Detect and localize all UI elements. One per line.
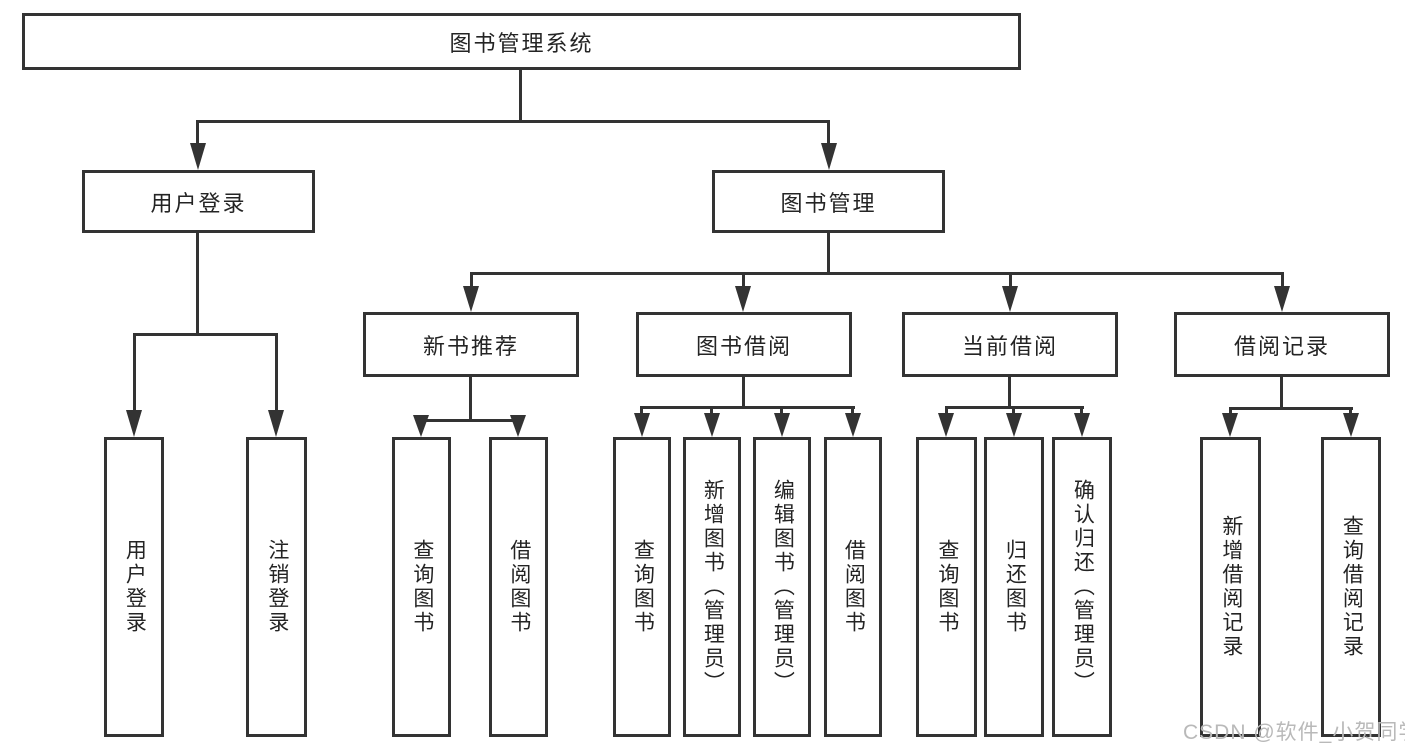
leaf-node-search-borrowing-record: 查询借阅记录 xyxy=(1321,437,1381,737)
connector-branch xyxy=(640,406,855,409)
watermark: CSDN @软件_小贺同学 xyxy=(1183,721,1405,744)
connector-drop xyxy=(133,336,136,410)
node-book-management: 图书管理 xyxy=(712,170,945,233)
node-label: 查询图书 xyxy=(935,539,959,635)
node-label: 查询图书 xyxy=(410,539,434,635)
node-label: 借阅图书 xyxy=(507,539,531,635)
node-label: 图书管理系统 xyxy=(449,30,594,56)
connector-branch xyxy=(1229,407,1353,410)
arrow-down-icon xyxy=(1343,413,1359,437)
connector-drop xyxy=(1012,409,1015,415)
connector-drop xyxy=(945,409,948,415)
arrow-down-icon xyxy=(510,415,526,437)
connector-branch xyxy=(420,419,520,422)
arrow-down-icon xyxy=(821,143,837,170)
leaf-node-confirm-return-admin: 确认归还（管理员） xyxy=(1052,437,1112,737)
node-label: 查询借阅记录 xyxy=(1340,515,1364,659)
node-library-management-system: 图书管理系统 xyxy=(22,13,1021,70)
connector-drop xyxy=(827,123,830,144)
connector-root-branch xyxy=(196,120,830,123)
connector-drop xyxy=(742,275,745,288)
connector-drop xyxy=(1281,275,1284,288)
node-label: 借阅图书 xyxy=(842,539,866,635)
node-label: 确认归还（管理员） xyxy=(1071,479,1095,695)
leaf-node-edit-books-admin: 编辑图书（管理员） xyxy=(753,437,811,737)
connector-drop xyxy=(1349,410,1352,415)
arrow-down-icon xyxy=(1274,286,1290,312)
connector-drop xyxy=(1229,410,1232,415)
node-label: 用户登录 xyxy=(150,190,247,216)
arrow-down-icon xyxy=(774,413,790,437)
arrow-down-icon xyxy=(126,410,142,437)
node-user-login: 用户登录 xyxy=(82,170,315,233)
connector-drop xyxy=(1080,409,1083,415)
node-current-borrowing: 当前借阅 xyxy=(902,312,1118,377)
leaf-node-logout: 注销登录 xyxy=(246,437,307,737)
arrow-down-icon xyxy=(190,143,206,170)
leaf-node-search-books-recommendation: 查询图书 xyxy=(392,437,451,737)
node-label: 新增借阅记录 xyxy=(1219,515,1243,659)
leaf-node-borrow-books: 借阅图书 xyxy=(824,437,882,737)
connector-drop xyxy=(470,275,473,288)
arrow-down-icon xyxy=(413,415,429,437)
node-label: 新书推荐 xyxy=(422,333,519,359)
arrow-down-icon xyxy=(1002,286,1018,312)
connector-stem xyxy=(469,377,472,421)
leaf-node-user-login: 用户登录 xyxy=(104,437,164,737)
node-label: 注销登录 xyxy=(265,539,289,635)
arrow-down-icon xyxy=(463,286,479,312)
arrow-down-icon xyxy=(1006,413,1022,437)
node-borrowing-records: 借阅记录 xyxy=(1174,312,1390,377)
node-label: 编辑图书（管理员） xyxy=(771,479,795,695)
arrow-down-icon xyxy=(938,413,954,437)
connector-branch xyxy=(945,406,1084,409)
arrow-down-icon xyxy=(1222,413,1238,437)
connector-book-management-stem xyxy=(827,233,830,274)
node-label: 图书借阅 xyxy=(695,333,792,359)
connector-drop xyxy=(710,409,713,415)
connector-stem xyxy=(1008,377,1011,408)
node-label: 查询图书 xyxy=(631,539,655,635)
connector-drop xyxy=(851,409,854,415)
connector-stem xyxy=(1280,377,1283,409)
connector-drop xyxy=(196,123,199,144)
connector-stem xyxy=(742,377,745,408)
connector-drop xyxy=(640,409,643,415)
arrow-down-icon xyxy=(845,413,861,437)
leaf-node-add-borrowing-record: 新增借阅记录 xyxy=(1200,437,1261,737)
connector-drop xyxy=(275,336,278,410)
connector-drop xyxy=(1009,275,1012,288)
leaf-node-return-books: 归还图书 xyxy=(984,437,1044,737)
node-label: 借阅记录 xyxy=(1233,333,1330,359)
node-label: 归还图书 xyxy=(1003,539,1027,635)
node-new-book-recommendation: 新书推荐 xyxy=(363,312,579,377)
leaf-node-borrow-books-recommendation: 借阅图书 xyxy=(489,437,548,737)
node-label: 新增图书（管理员） xyxy=(701,479,725,695)
leaf-node-search-books-borrowing: 查询图书 xyxy=(613,437,671,737)
connector-user-login-stem xyxy=(196,233,199,335)
arrow-down-icon xyxy=(1074,413,1090,437)
arrow-down-icon xyxy=(704,413,720,437)
connector-drop xyxy=(780,409,783,415)
connector-root-stem xyxy=(519,70,522,122)
node-book-borrowing: 图书借阅 xyxy=(636,312,852,377)
arrow-down-icon xyxy=(634,413,650,437)
leaf-node-add-books-admin: 新增图书（管理员） xyxy=(683,437,741,737)
leaf-node-search-books-current: 查询图书 xyxy=(916,437,977,737)
arrow-down-icon xyxy=(268,410,284,437)
node-label: 当前借阅 xyxy=(961,333,1058,359)
node-label: 图书管理 xyxy=(780,190,877,216)
arrow-down-icon xyxy=(735,286,751,312)
connector-user-login-branch xyxy=(133,333,278,336)
connector-book-management-branch xyxy=(470,272,1284,275)
node-label: 用户登录 xyxy=(123,539,147,635)
